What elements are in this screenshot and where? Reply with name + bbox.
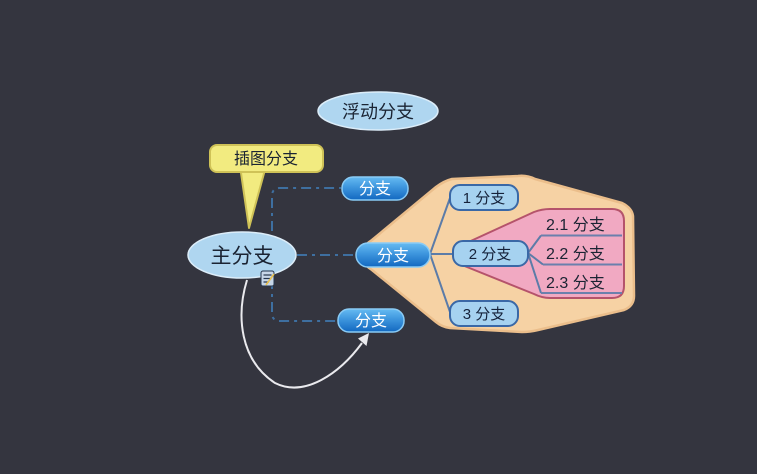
subtopic-2-2[interactable]: 2.2 分支 [543,245,622,266]
subtopic-2-3[interactable]: 2.3 分支 [541,274,622,294]
branch-topic-top-label: 分支 [359,180,391,198]
subtopic-3-shape [449,300,519,327]
relationship-arrow[interactable] [240,279,369,389]
connector-central-to-top-branch [271,187,341,231]
connector-branch-to-sub1 [429,197,451,255]
subtopic-2-3-label: 2.3 分支 [546,274,605,292]
connector-sub2-to-2-3 [527,252,542,294]
central-topic-shape [187,231,297,279]
callout-shape [209,144,324,173]
subtopic-1-label: 1 分支 [463,190,506,207]
central-connectors-dashed [271,187,355,322]
branch-topic-middle-label: 分支 [377,247,409,265]
branch-topic-top[interactable]: 分支 [341,176,409,201]
subtopic-1[interactable]: 1 分支 [449,184,519,211]
branch-topic-top-shape [341,176,409,201]
central-topic[interactable]: 主分支 [187,231,297,279]
notes-icon-pen [265,273,275,286]
branch-topic-middle[interactable]: 分支 [355,242,431,268]
subtopic-2-shape [452,240,529,267]
connector-central-to-bottom-branch [271,279,337,322]
subtopic-3-label: 3 分支 [463,306,506,323]
relationship-curve [240,279,363,389]
subtopic-2-label: 2 分支 [469,246,512,263]
callout-label: 插图分支 [234,150,298,168]
branch-topic-bottom-shape [337,308,405,333]
branch-topic-middle-shape [355,242,431,268]
subtopic-3[interactable]: 3 分支 [449,300,519,327]
callout-topic[interactable]: 插图分支 [209,144,324,229]
floating-topic-label: 浮动分支 [342,102,414,122]
floating-topic-shape [317,91,439,131]
callout-tail [239,165,267,229]
subtopic-2-1[interactable]: 2.1 分支 [541,216,622,237]
floating-topic[interactable]: 浮动分支 [317,91,439,131]
subtopic-2-1-label: 2.1 分支 [546,216,605,234]
subtopic-1-shape [449,184,519,211]
branch-topic-bottom[interactable]: 分支 [337,308,405,333]
arrowhead-icon [358,333,369,346]
notes-icon[interactable] [260,270,275,287]
connector-branch-to-sub3 [429,253,451,313]
connector-sub2-to-2-2 [527,252,544,266]
branch-connectors-solid [429,197,544,313]
central-topic-label: 主分支 [211,245,274,268]
subtopic-2[interactable]: 2 分支 [452,240,529,267]
callout-tail-join [241,160,265,171]
branch-topic-bottom-label: 分支 [355,312,387,330]
connector-sub2-to-2-1 [527,234,542,254]
subtopic-2-2-label: 2.2 分支 [546,245,605,263]
